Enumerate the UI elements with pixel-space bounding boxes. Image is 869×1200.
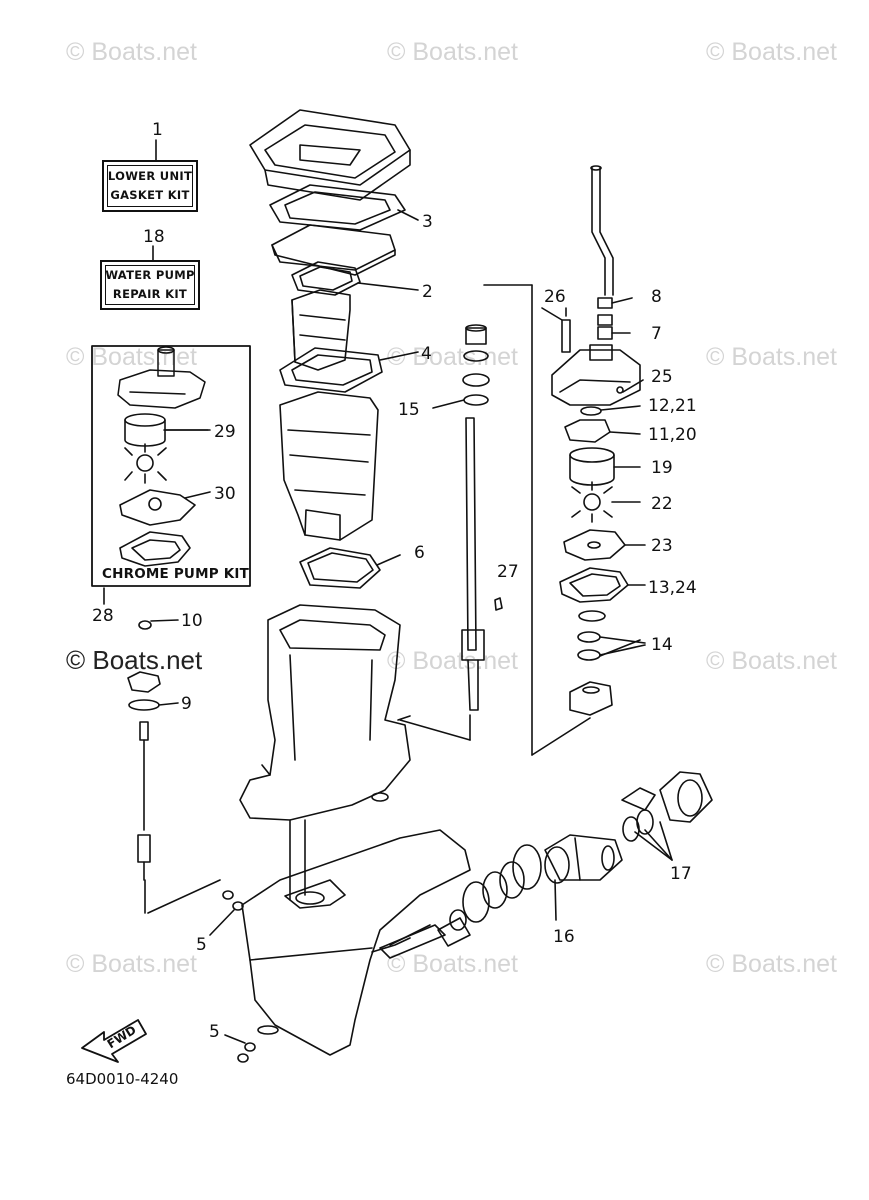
exhaust-manifold	[279, 391, 379, 541]
callout-19: 19	[651, 458, 673, 478]
watermark: © Boats.net	[66, 950, 197, 978]
water-tube	[590, 165, 614, 296]
callout-27: 27	[497, 562, 519, 582]
watermark: © Boats.net	[387, 950, 518, 978]
callout-29: 29	[214, 422, 236, 442]
gasket-3	[269, 184, 419, 231]
callout-7: 7	[651, 324, 662, 344]
chrome-pump-impeller	[124, 443, 167, 484]
pump-impeller	[571, 481, 641, 523]
gasket-2	[291, 261, 419, 296]
kit-line: REPAIR KIT	[112, 287, 188, 301]
callout-22: 22	[651, 494, 673, 514]
drive-shaft	[399, 284, 533, 756]
exhaust-guide-upper	[291, 289, 351, 371]
kit-line: GASKET KIT	[110, 188, 190, 202]
oil-seals	[577, 610, 646, 661]
prop-shaft-rings	[462, 771, 713, 923]
callout-9: 9	[181, 694, 192, 714]
callout-6: 6	[414, 543, 425, 563]
callout-17: 17	[670, 864, 692, 884]
callout-12-21: 12,21	[648, 396, 697, 416]
callout-8: 8	[651, 287, 662, 307]
watermark: © Boats.net	[66, 38, 197, 66]
pump-o-rings	[564, 405, 641, 443]
callout-2: 2	[422, 282, 433, 302]
callout-28: 28	[92, 606, 114, 626]
fwd-arrow	[81, 1019, 147, 1063]
callout-10: 10	[181, 611, 203, 631]
callout-18: 18	[143, 227, 165, 247]
watermark: © Boats.net	[706, 647, 837, 675]
watermark: © Boats.net	[387, 647, 518, 675]
watermark: © Boats.net	[66, 343, 197, 371]
callout-1: 1	[152, 120, 163, 140]
watermark: © Boats.net	[706, 950, 837, 978]
pump-outer-plate	[563, 529, 646, 561]
pump-gasket	[559, 567, 646, 603]
callout-16: 16	[553, 927, 575, 947]
callout-26: 26	[544, 287, 566, 307]
lower-casing	[241, 819, 471, 1056]
gasket-6	[299, 547, 401, 589]
lower-unit-gasket-kit-box: LOWER UNIT GASKET KIT	[102, 160, 198, 212]
callout-30: 30	[214, 484, 236, 504]
water-pump-housing	[551, 344, 644, 406]
plate-under-gasket	[271, 224, 396, 276]
pump-insert-cartridge	[569, 447, 641, 486]
chrome-pump-kit-frame	[91, 345, 251, 587]
kit-line: LOWER UNIT	[107, 169, 193, 183]
watermark: © Boats.net	[706, 343, 837, 371]
upper-adapter-plate	[249, 109, 411, 201]
watermark: © Boats.net	[387, 343, 518, 371]
callout-5: 5	[209, 1022, 220, 1042]
watermark: © Boats.net	[387, 38, 518, 66]
callout-11-20: 11,20	[648, 425, 697, 445]
callout-3: 3	[422, 212, 433, 232]
shift-rod-parts	[127, 619, 221, 914]
document-number: 64D0010-4240	[66, 1070, 179, 1088]
chrome-pump-gasket	[119, 531, 191, 567]
water-pump-small-parts	[561, 297, 633, 353]
watermark-main: © Boats.net	[66, 645, 203, 675]
kit-line: WATER PUMP	[105, 268, 195, 282]
upper-casing	[239, 604, 411, 821]
callout-4: 4	[421, 344, 432, 364]
gasket-4	[279, 347, 419, 393]
oil-seal-housing	[531, 681, 613, 756]
bolts	[209, 890, 256, 1063]
chrome-pump-housing	[117, 346, 206, 409]
callout-25: 25	[651, 367, 673, 387]
callout-23: 23	[651, 536, 673, 556]
callout-15: 15	[398, 400, 420, 420]
prop-shaft-housing	[544, 834, 623, 884]
callout-14: 14	[651, 635, 673, 655]
callout-5: 5	[196, 935, 207, 955]
watermark: © Boats.net	[706, 38, 837, 66]
chrome-pump-kit-label: CHROME PUMP KIT	[102, 566, 250, 582]
chrome-pump-plate	[119, 489, 211, 526]
water-pump-repair-kit-box: WATER PUMP REPAIR KIT	[100, 260, 200, 310]
propeller-shaft	[379, 909, 471, 959]
callout-13-24: 13,24	[648, 578, 697, 598]
